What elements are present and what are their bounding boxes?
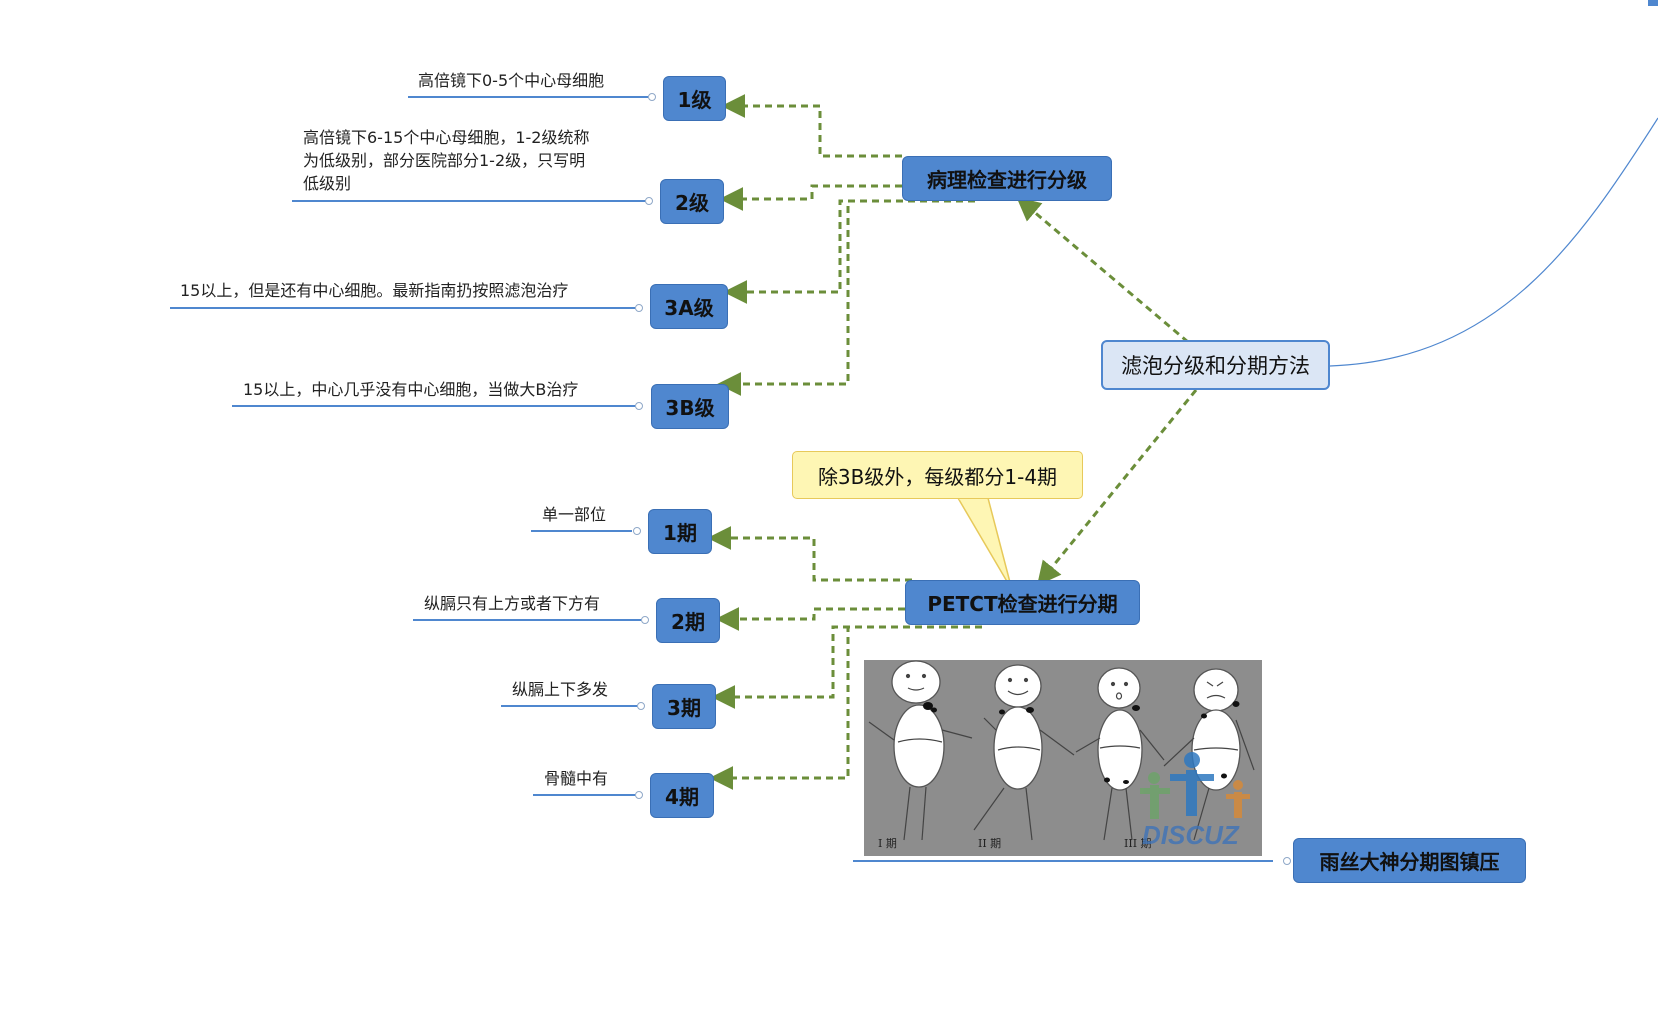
image-topic-label: 雨丝大神分期图镇压 — [1319, 850, 1500, 874]
connector-stage-2 — [715, 607, 905, 631]
grade-3b-topic[interactable]: 3B级 — [651, 384, 729, 429]
stage-1-label: 1期 — [663, 521, 697, 545]
grade-3b-label: 3B级 — [665, 396, 715, 420]
central-topic-label: 滤泡分级和分期方法 — [1121, 354, 1310, 378]
watermark-text: DISCUZ — [1142, 820, 1239, 850]
stage-4-topic[interactable]: 4期 — [650, 773, 714, 818]
staging-callout[interactable]: 除3B级外，每级都分1-4期 — [792, 451, 1083, 499]
image-topic-underline — [853, 860, 1273, 862]
grade-2-note-line-2: 为低级别，部分医院部分1-2级，只写明 — [303, 151, 586, 170]
grade-3b-note: 15以上，中心几乎没有中心细胞，当做大B治疗 — [243, 380, 579, 399]
grade-2-note-line-1: 高倍镜下6-15个中心母细胞，1-2级统称 — [303, 128, 590, 147]
grade-1-topic[interactable]: 1级 — [663, 76, 726, 121]
staging-callout-text: 除3B级外，每级都分1-4期 — [817, 464, 1058, 489]
staging-topic-label: PETCT检查进行分期 — [927, 592, 1118, 616]
stage-3-topic[interactable]: 3期 — [652, 684, 716, 729]
grade-3a-note: 15以上，但是还有中心细胞。最新指南扔按照滤泡治疗 — [180, 281, 569, 300]
stage-tag-2: II 期 — [978, 837, 1002, 850]
connector-stage-1 — [707, 526, 912, 582]
grade-2-label: 2级 — [675, 191, 709, 215]
stage-1-topic[interactable]: 1期 — [648, 509, 712, 554]
grade-3a-note-underline — [170, 307, 635, 309]
grade-1-note: 高倍镜下0-5个中心母细胞 — [418, 71, 605, 90]
stage-3-note-underline — [501, 705, 637, 707]
grading-topic[interactable]: 病理检查进行分级 — [902, 156, 1112, 201]
stage-2-collapse-handle[interactable] — [641, 616, 649, 624]
grade-2-topic[interactable]: 2级 — [660, 179, 724, 224]
root-topic-edge — [1648, 0, 1658, 6]
stage-tag-3: III 期 — [1124, 837, 1152, 850]
callout-pointer — [956, 497, 1013, 591]
stage-tag-1: I 期 — [878, 837, 897, 850]
stage-4-label: 4期 — [665, 785, 699, 809]
staging-topic[interactable]: PETCT检查进行分期 — [905, 580, 1140, 625]
connector-grade-3b — [717, 199, 975, 396]
stage-3-collapse-handle[interactable] — [637, 702, 645, 710]
grade-3b-collapse-handle[interactable] — [635, 402, 643, 410]
central-topic[interactable]: 滤泡分级和分期方法 — [1101, 340, 1330, 390]
staging-figures-drawing — [868, 660, 1255, 841]
grade-3a-topic[interactable]: 3A级 — [650, 284, 728, 329]
stage-1-note: 单一部位 — [542, 505, 607, 524]
image-topic-collapse-handle[interactable] — [1283, 857, 1291, 865]
grade-2-collapse-handle[interactable] — [645, 197, 653, 205]
grade-2-note-line-3: 低级别 — [303, 174, 352, 193]
stage-4-note-underline — [533, 794, 635, 796]
connector-central-grading — [1016, 196, 1189, 344]
grade-3b-note-underline — [232, 405, 635, 407]
connector-grade-3a — [723, 199, 975, 304]
grade-2-note-underline — [292, 200, 645, 202]
connector-grade-1 — [721, 94, 902, 158]
grading-topic-label: 病理检查进行分级 — [927, 168, 1087, 192]
connector-stage-4 — [709, 625, 982, 790]
stage-2-note: 纵膈只有上方或者下方有 — [424, 594, 601, 613]
grade-3a-collapse-handle[interactable] — [635, 304, 643, 312]
stage-3-label: 3期 — [667, 696, 701, 720]
grade-3a-label: 3A级 — [664, 296, 714, 320]
stage-1-note-underline — [531, 530, 632, 532]
grade-1-collapse-handle[interactable] — [648, 93, 656, 101]
lymphoma-staging-illustration[interactable]: I 期 II 期 III 期 DISCUZ — [864, 660, 1262, 856]
stage-4-note: 骨髓中有 — [544, 769, 609, 788]
stage-2-topic[interactable]: 2期 — [656, 598, 720, 643]
grade-2-note: 高倍镜下6-15个中心母细胞，1-2级统称 为低级别，部分医院部分1-2级，只写… — [303, 126, 633, 195]
connector-grade-2 — [719, 184, 902, 211]
grade-1-label: 1级 — [677, 88, 712, 112]
stage-1-collapse-handle[interactable] — [633, 527, 641, 535]
connector-curve-to-root — [1329, 117, 1658, 367]
stage-3-note: 纵膈上下多发 — [512, 680, 609, 699]
stage-4-collapse-handle[interactable] — [635, 791, 643, 799]
grade-1-note-underline — [408, 96, 648, 98]
connector-central-staging — [1036, 389, 1198, 586]
stage-2-label: 2期 — [671, 610, 705, 634]
image-topic[interactable]: 雨丝大神分期图镇压 — [1293, 838, 1526, 883]
stage-2-note-underline — [413, 619, 641, 621]
